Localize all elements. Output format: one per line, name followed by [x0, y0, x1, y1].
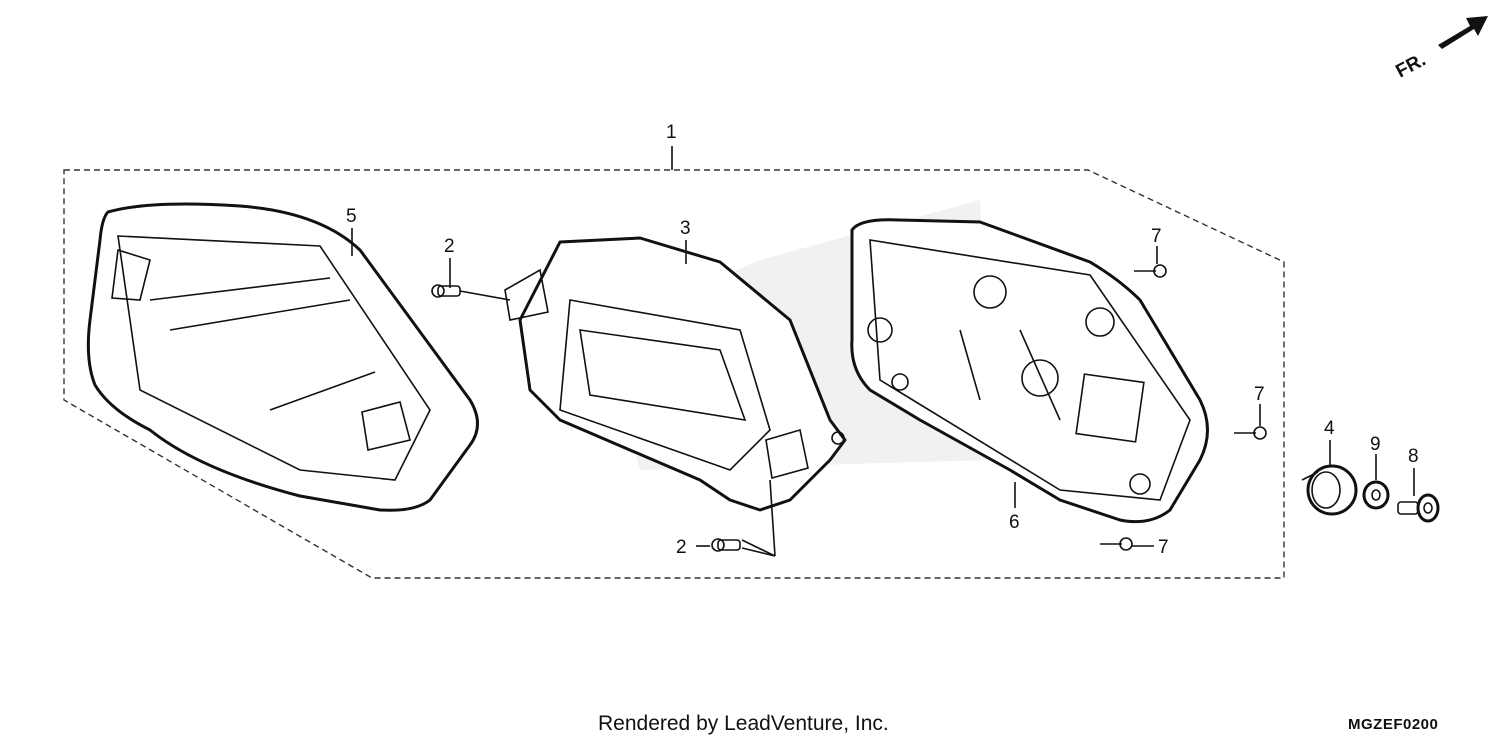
screw-right-top — [1134, 264, 1167, 278]
upper-case — [86, 202, 479, 512]
leader-lines — [351, 228, 1415, 557]
front-direction-label: FR. — [1392, 50, 1429, 83]
washer — [1362, 480, 1390, 510]
callout-collar-screw: 8 — [1408, 446, 1419, 467]
callout-screw-bottom: 2 — [676, 537, 687, 558]
meter-unit — [504, 236, 847, 512]
lower-case — [850, 218, 1209, 524]
callout-meter-unit: 3 — [680, 218, 691, 239]
callout-upper-case: 5 — [346, 206, 357, 227]
screw-bottom — [711, 538, 741, 552]
grommet — [1301, 464, 1358, 516]
callout-washer: 9 — [1370, 434, 1381, 455]
diagram-code: MGZEF0200 — [1348, 716, 1439, 733]
callout-grommet: 4 — [1324, 418, 1335, 439]
callout-screw-top: 2 — [444, 236, 455, 257]
callout-screw-bottom-right: 7 — [1158, 537, 1169, 558]
assembly-frame — [63, 169, 1285, 579]
callout-assembly: 1 — [666, 122, 677, 143]
callout-lower-case: 6 — [1009, 512, 1020, 533]
screw-right-mid — [1234, 426, 1267, 440]
rendered-by-credit: Rendered by LeadVenture, Inc. — [598, 712, 889, 735]
callout-screw-right-mid: 7 — [1254, 384, 1265, 405]
front-direction-arrow: FR. — [1392, 16, 1488, 82]
screw-top — [431, 284, 461, 298]
callout-screw-right-top: 7 — [1151, 226, 1162, 247]
collar-screw — [1397, 493, 1440, 523]
screw-bottom-right — [1100, 537, 1133, 551]
